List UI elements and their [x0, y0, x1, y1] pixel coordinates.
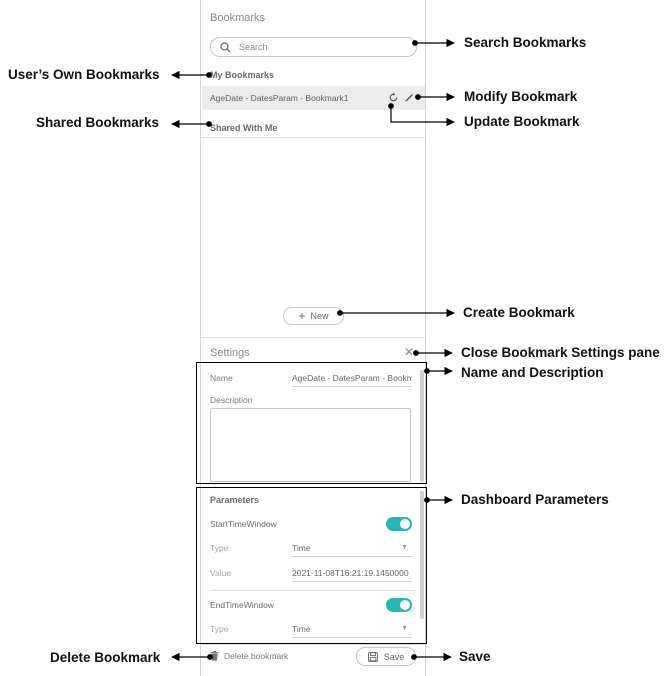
name-field[interactable]: AgeDate - DatesParam - Bookmark1 — [292, 373, 412, 387]
name-description-callout-box — [196, 362, 427, 484]
param-toggle[interactable] — [386, 517, 412, 531]
bookmarks-pane-title: Bookmarks — [210, 12, 266, 24]
callout-close-settings: Close Bookmark Settings pane — [461, 345, 660, 360]
callout-search-bookmarks: Search Bookmarks — [464, 35, 587, 50]
trash-icon — [210, 651, 219, 661]
my-bookmarks-label: My Bookmarks — [210, 70, 275, 80]
pencil-icon[interactable] — [404, 92, 415, 103]
refresh-icon[interactable] — [388, 92, 399, 103]
divider — [201, 137, 425, 138]
description-textarea[interactable] — [210, 408, 411, 482]
callout-create-bookmark: Create Bookmark — [463, 305, 575, 320]
close-icon[interactable]: ✕ — [404, 345, 415, 359]
value-field[interactable]: 2021-11-08T16:21:19.1450000 — [292, 568, 412, 582]
chevron-down-icon: ▼ — [401, 544, 408, 551]
value-label: Value — [210, 568, 232, 578]
floppy-disk-icon — [367, 651, 378, 662]
scrollbar[interactable] — [420, 370, 424, 482]
callout-delete-bookmark: Delete Bookmark — [50, 650, 161, 665]
type-label: Type — [210, 543, 229, 553]
callout-dashboard-parameters: Dashboard Parameters — [461, 492, 609, 507]
divider — [201, 337, 425, 338]
divider — [210, 590, 415, 591]
plus-icon: + — [298, 309, 306, 323]
delete-bookmark-link[interactable]: Delete bookmark — [210, 651, 288, 661]
search-icon — [220, 41, 231, 52]
name-label: Name — [210, 373, 233, 383]
chevron-down-icon: ▼ — [401, 625, 408, 632]
toggle-knob — [400, 600, 410, 610]
bookmark-row[interactable]: AgeDate - DatesParam - Bookmark1 — [202, 86, 425, 110]
callout-shared-bookmarks: Shared Bookmarks — [36, 115, 160, 130]
callout-save: Save — [459, 649, 491, 664]
settings-pane-title: Settings — [210, 347, 250, 359]
toggle-knob — [400, 519, 410, 529]
description-label: Description — [210, 395, 253, 405]
search-input[interactable] — [239, 42, 399, 52]
parameters-callout-box — [196, 487, 427, 644]
callout-modify-bookmark: Modify Bookmark — [464, 89, 578, 104]
param-name: EndTimeWindow — [210, 600, 274, 610]
bookmarks-panel: Bookmarks My Bookmarks AgeDate - DatesPa… — [200, 0, 426, 676]
type-label: Type — [210, 624, 229, 634]
callout-update-bookmark: Update Bookmark — [464, 114, 580, 129]
param-name: StartTimeWindow — [210, 519, 277, 529]
scrollbar[interactable] — [420, 491, 424, 619]
parameters-label: Parameters — [210, 495, 260, 505]
new-bookmark-button[interactable]: + New — [283, 307, 344, 325]
param-toggle[interactable] — [386, 598, 412, 612]
callout-name-description: Name and Description — [461, 365, 604, 380]
bookmark-label: AgeDate - DatesParam - Bookmark1 — [210, 93, 349, 103]
divider — [201, 644, 425, 645]
shared-with-me-label: Shared With Me — [210, 123, 278, 133]
type-dropdown[interactable]: Time ▼ — [292, 624, 412, 638]
search-box[interactable] — [210, 37, 417, 57]
callout-own-bookmarks: User’s Own Bookmarks — [8, 67, 160, 82]
type-dropdown[interactable]: Time ▼ — [292, 543, 412, 557]
